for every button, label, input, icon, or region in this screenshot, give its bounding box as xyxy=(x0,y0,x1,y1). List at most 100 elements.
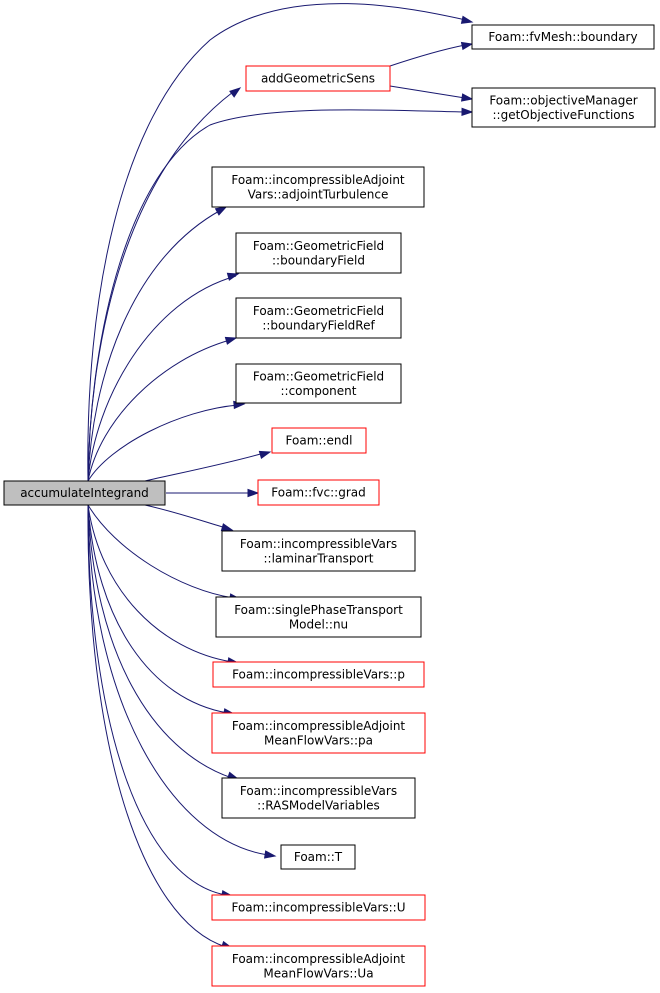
edge-accumulateIntegrand-to-getObjectiveFunctions xyxy=(87,107,474,482)
node-box xyxy=(271,427,367,454)
edge-accumulateIntegrand-to-addGeometricSens xyxy=(87,87,242,482)
arrowhead-icon xyxy=(226,272,240,281)
node-p[interactable]: Foam::incompressibleVars::p xyxy=(212,661,425,688)
node-Ua[interactable]: Foam::incompressibleAdjointMeanFlowVars:… xyxy=(211,945,426,987)
node-label-line: Foam::fvMesh::boundary xyxy=(488,30,637,44)
node-label-line: Foam::GeometricField xyxy=(253,304,384,318)
node-accumulateIntegrand[interactable]: accumulateIntegrand xyxy=(3,480,166,506)
edge-line xyxy=(389,44,466,67)
edge-line xyxy=(87,339,231,482)
edge-accumulateIntegrand-to-RASModelVariables xyxy=(87,504,240,780)
edge-line xyxy=(87,109,466,482)
node-label-line: Foam::objectiveManager xyxy=(489,93,637,107)
node-box xyxy=(211,945,426,987)
edge-line xyxy=(87,504,233,779)
node-getObjectiveFunctions[interactable]: Foam::objectiveManager::getObjectiveFunc… xyxy=(471,87,656,128)
node-label-line: Foam::endl xyxy=(286,434,353,448)
node-label-line: Foam::incompressibleVars::p xyxy=(232,668,405,682)
node-box xyxy=(215,596,422,638)
node-adjointTurbulence[interactable]: Foam::incompressibleAdjointVars::adjoint… xyxy=(211,166,425,208)
node-boundaryField[interactable]: Foam::GeometricField::boundaryField xyxy=(235,232,402,274)
edge-line xyxy=(87,404,239,482)
edge-accumulateIntegrand-to-nu xyxy=(87,504,242,602)
arrowhead-icon xyxy=(460,15,474,24)
node-RASModelVariables[interactable]: Foam::incompressibleVars::RASModelVariab… xyxy=(221,777,416,819)
node-box xyxy=(221,530,416,572)
node-label-line: Foam::GeometricField xyxy=(253,239,384,253)
node-box xyxy=(471,24,655,50)
edge-line xyxy=(144,452,265,482)
arrowhead-icon xyxy=(224,336,238,345)
edge-line xyxy=(87,504,235,599)
arrowhead-icon xyxy=(220,523,234,532)
nodes-layer: accumulateIntegrand Foam::fvMesh::boundar… xyxy=(3,24,656,987)
node-box xyxy=(257,479,380,506)
node-label-line: Foam::incompressibleAdjoint xyxy=(231,173,405,187)
node-box xyxy=(212,661,425,688)
edge-line xyxy=(87,91,234,482)
node-label-line: ::getObjectiveFunctions xyxy=(493,108,635,122)
node-label-line: Foam::fvc::grad xyxy=(271,486,365,500)
arrowhead-icon xyxy=(461,107,474,117)
node-box xyxy=(235,232,402,274)
node-addGeometricSens[interactable]: addGeometricSens xyxy=(245,65,391,92)
edge-line xyxy=(87,504,269,856)
node-pa[interactable]: Foam::incompressibleAdjointMeanFlowVars:… xyxy=(211,712,426,754)
node-box xyxy=(211,894,426,921)
node-label-line: Foam::incompressibleVars::U xyxy=(231,901,405,915)
edge-accumulateIntegrand-to-boundaryFieldRef xyxy=(87,336,238,482)
node-label-line: Foam::incompressibleVars xyxy=(240,537,397,551)
edge-line xyxy=(87,275,237,482)
node-box xyxy=(280,844,356,870)
node-grad[interactable]: Foam::fvc::grad xyxy=(257,479,380,506)
node-T[interactable]: Foam::T xyxy=(280,844,356,870)
edge-line xyxy=(87,504,227,896)
node-label-line: ::boundaryFieldRef xyxy=(262,318,375,332)
node-label-line: accumulateIntegrand xyxy=(20,486,149,500)
node-fvMesh_boundary[interactable]: Foam::fvMesh::boundary xyxy=(471,24,655,50)
node-boundaryFieldRef[interactable]: Foam::GeometricField::boundaryFieldRef xyxy=(235,297,402,339)
edge-addGeometricSens-to-getObjectiveFunctions xyxy=(389,85,474,102)
node-label-line: MeanFlowVars::pa xyxy=(264,733,373,747)
node-laminarTransport[interactable]: Foam::incompressibleVars::laminarTranspo… xyxy=(221,530,416,572)
arrowhead-icon xyxy=(229,87,242,98)
edge-line xyxy=(87,504,229,714)
node-box xyxy=(211,166,425,208)
edge-accumulateIntegrand-to-component xyxy=(87,400,246,482)
node-box xyxy=(471,87,656,128)
edge-accumulateIntegrand-to-laminarTransport xyxy=(144,504,234,532)
node-box xyxy=(235,297,402,339)
node-label-line: Foam::incompressibleVars xyxy=(240,784,397,798)
node-component[interactable]: Foam::GeometricField::component xyxy=(235,363,402,404)
edge-line xyxy=(144,504,227,529)
edge-accumulateIntegrand-to-U xyxy=(87,504,234,899)
node-label-line: Foam::GeometricField xyxy=(253,369,384,383)
edge-line xyxy=(87,504,233,663)
node-endl[interactable]: Foam::endl xyxy=(271,427,367,454)
node-label-line: ::laminarTransport xyxy=(264,551,374,565)
node-label-line: ::boundaryField xyxy=(272,253,365,267)
arrowhead-icon xyxy=(263,850,277,859)
node-label-line: ::component xyxy=(281,384,357,398)
node-label-line: addGeometricSens xyxy=(261,72,375,86)
node-box xyxy=(221,777,416,819)
node-label-line: Model::nu xyxy=(289,617,348,631)
node-box xyxy=(245,65,391,92)
edge-addGeometricSens-to-fvMesh_boundary xyxy=(389,41,474,67)
node-U[interactable]: Foam::incompressibleVars::U xyxy=(211,894,426,921)
node-label-line: Foam::incompressibleAdjoint xyxy=(232,952,406,966)
edge-accumulateIntegrand-to-pa xyxy=(87,504,236,717)
arrowhead-icon xyxy=(258,450,272,459)
node-label-line: Foam::T xyxy=(294,850,343,864)
edge-line xyxy=(87,504,227,948)
edge-line xyxy=(87,3,467,482)
node-box xyxy=(235,363,402,404)
edge-accumulateIntegrand-to-grad xyxy=(166,488,260,498)
edge-accumulateIntegrand-to-endl xyxy=(144,450,272,482)
edge-line xyxy=(87,209,222,482)
node-box xyxy=(211,712,426,754)
edge-line xyxy=(389,85,466,99)
node-label-line: Vars::adjointTurbulence xyxy=(248,187,389,201)
